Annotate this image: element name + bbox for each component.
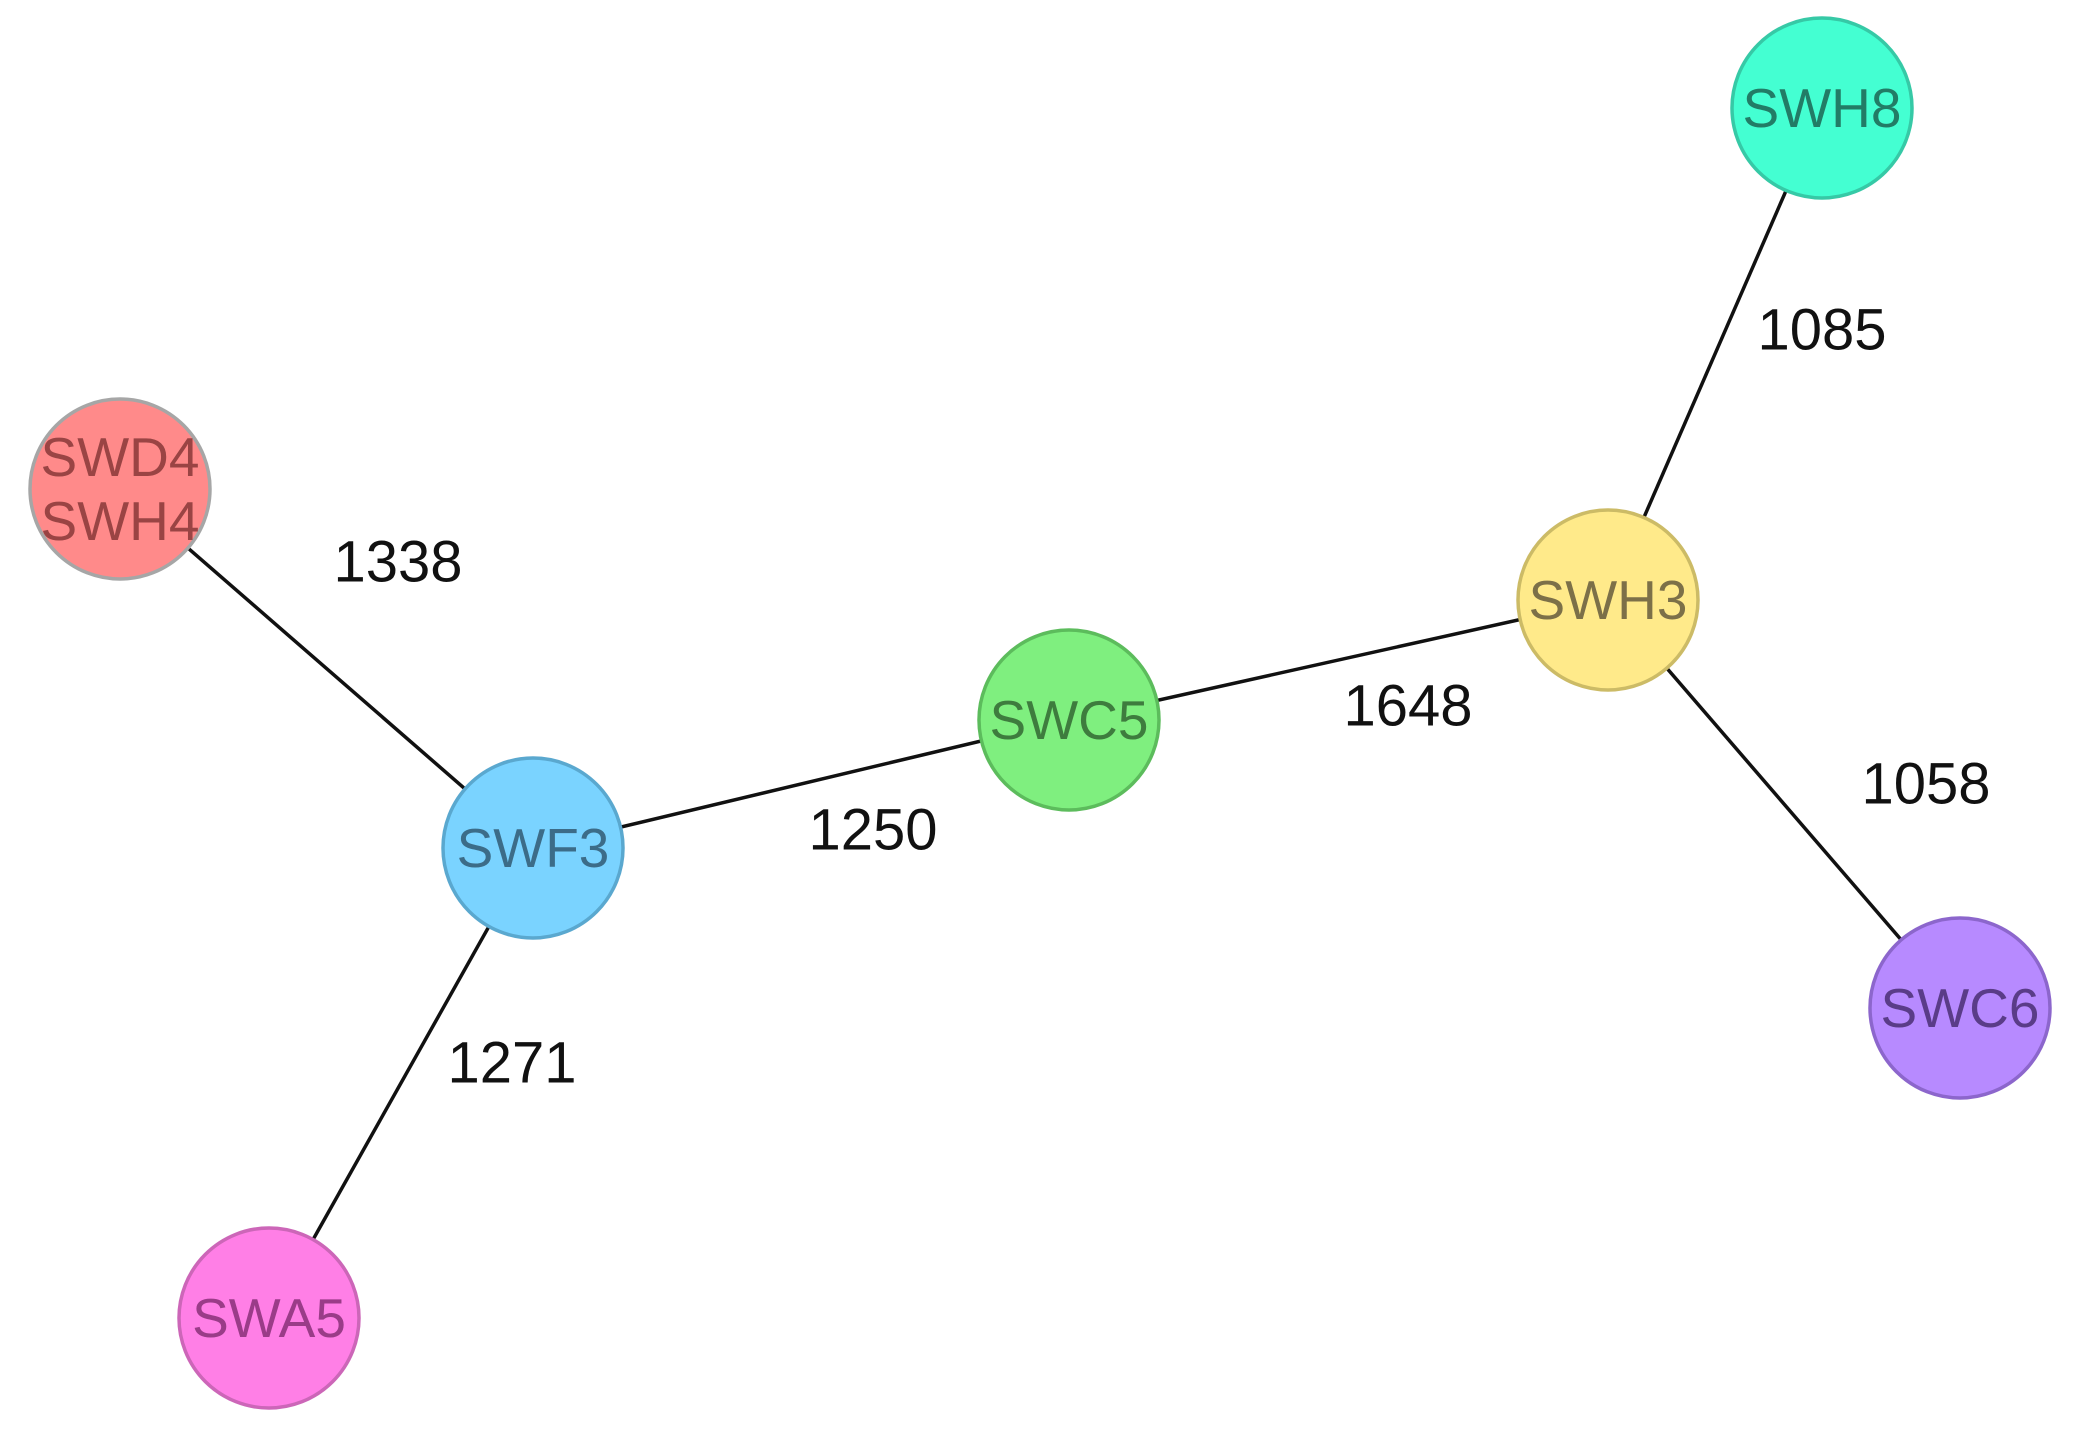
node-circle [28,397,212,581]
node-swa5: SWA5 [177,1226,361,1410]
node-swh8: SWH8 [1730,16,1914,200]
edge-weight-label: 1085 [1757,298,1886,363]
node-label: SWC6 [1881,977,2040,1039]
edge-weight-label: 1250 [808,798,937,863]
node-label: SWH8 [1743,77,1902,139]
node-circle [1730,16,1914,200]
edge-weight-label: 1648 [1343,674,1472,739]
node-label: SWH3 [1529,569,1688,631]
node-circle [177,1226,361,1410]
edge-weight-label: 1271 [447,1031,576,1096]
node-label: SWD4 [41,426,200,488]
node-label: SWA5 [192,1287,346,1349]
node-label: SWF3 [457,817,610,879]
node-swc6: SWC6 [1868,916,2052,1100]
node-swh3: SWH3 [1516,508,1700,692]
edge-labels-layer: 1338 1271 1250 1648 1085 1058 [333,298,1990,1096]
edge-swc5-swh3 [1068,598,1609,722]
node-circle [1516,508,1700,692]
node-swc5: SWC5 [977,628,1161,812]
edge-weight-label: 1058 [1861,752,1990,817]
edge-weight-label: 1338 [333,530,462,595]
node-label: SWH4 [41,490,200,552]
node-circle [1868,916,2052,1100]
node-label: SWC5 [990,689,1149,751]
node-circle [977,628,1161,812]
node-swf3: SWF3 [441,756,625,940]
node-circle [441,756,625,940]
edge-swf3-swc5 [532,718,1070,850]
